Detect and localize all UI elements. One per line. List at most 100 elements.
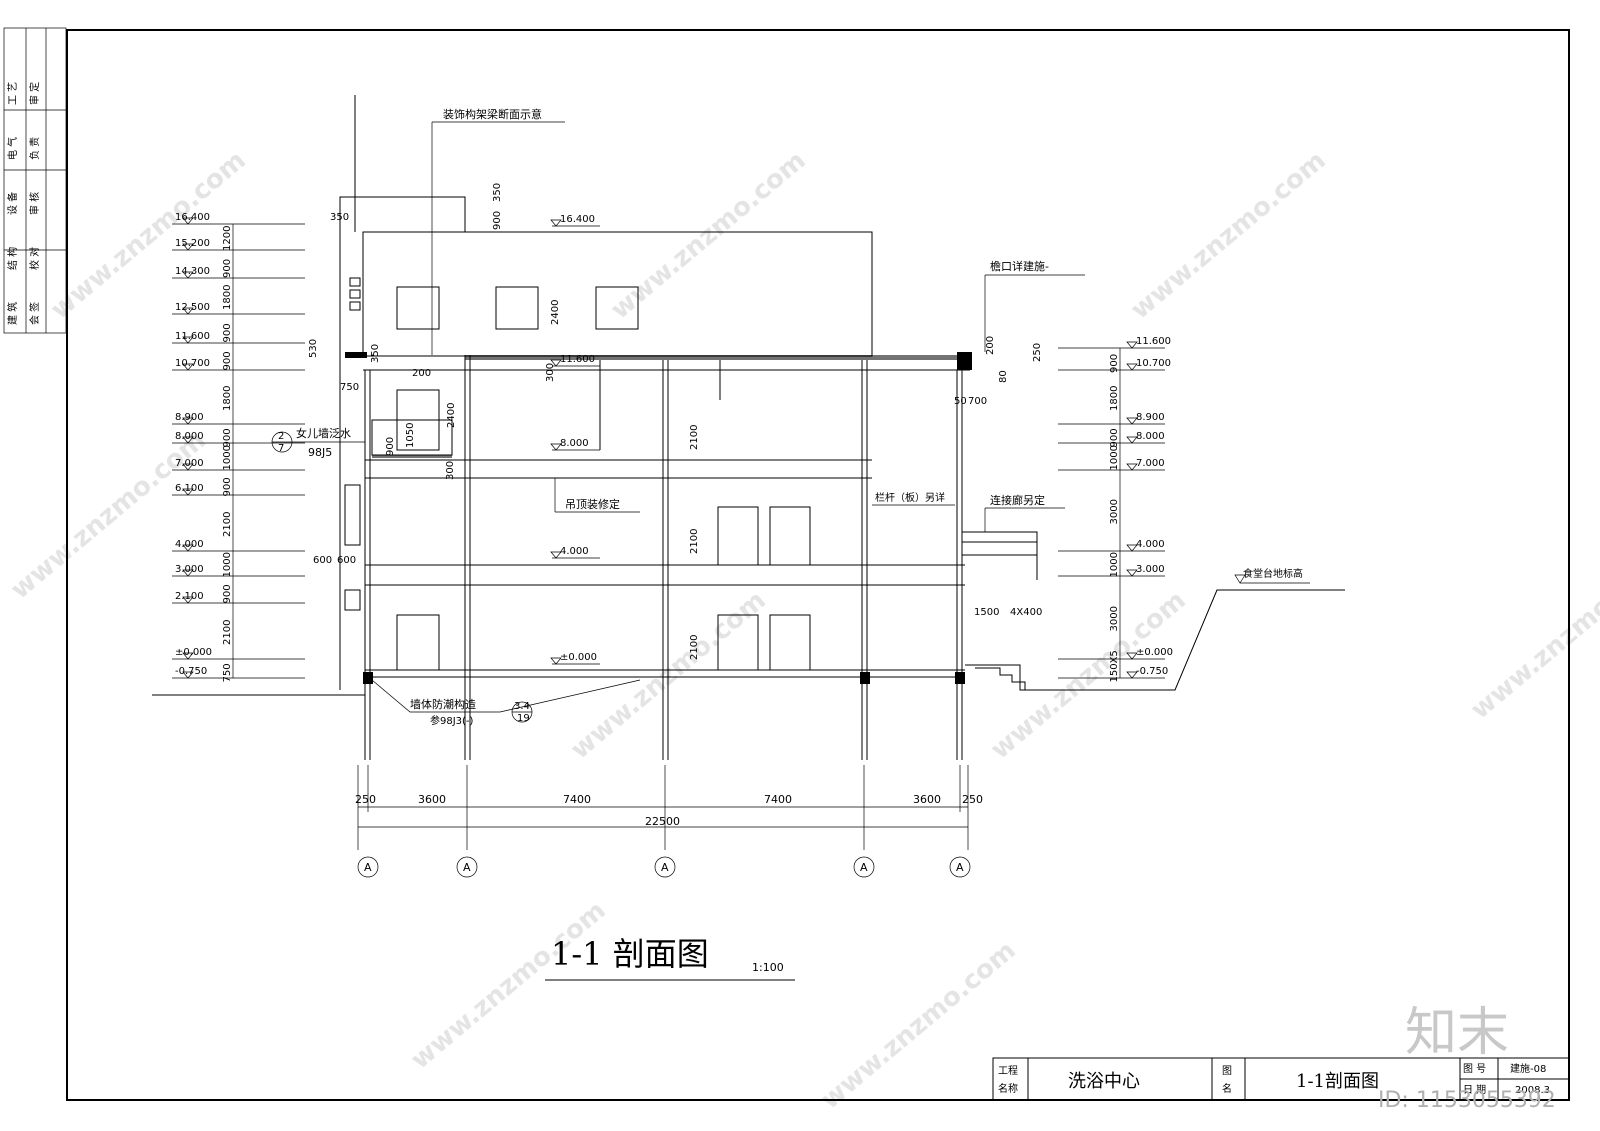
image-id: ID: 1153055392 <box>1378 1088 1556 1113</box>
elevation-label: 3.000 <box>175 564 204 575</box>
level-label: 11.600 <box>560 354 595 365</box>
elevation-label: 2.100 <box>175 591 204 602</box>
dimension-label: 1500 <box>974 607 999 618</box>
parapet-index-top: 2 <box>278 431 284 442</box>
dimension-label: 2100 <box>689 635 700 660</box>
level-label: 4.000 <box>560 546 589 557</box>
watermark-text: www.znzmo.com <box>5 425 211 605</box>
axis-dimensions <box>357 765 969 850</box>
sign-column-1: 建 筑 结 构 设 备 电 气 工 艺 <box>6 82 19 325</box>
elevation-label: 12.500 <box>175 302 210 313</box>
dimension-label: 900 <box>1109 428 1120 447</box>
sign-label: 审 定 <box>28 82 41 105</box>
sign-off-strip <box>3 27 67 334</box>
dimension-label: 150X5 <box>1109 650 1120 682</box>
note-parapet-ref: 98J5 <box>308 446 332 459</box>
drawing-scale: 1:100 <box>752 961 784 974</box>
dimension-label: 600 <box>337 555 356 566</box>
moisture-index-top: 3.4 <box>514 701 530 712</box>
dimension-label: 900 <box>222 428 233 447</box>
title-no-label: 图 号 <box>1463 1063 1486 1075</box>
elevation-label: -0.750 <box>175 666 207 677</box>
watermark-text: www.znzmo.com <box>1125 145 1331 325</box>
dimension-label: 1050 <box>405 423 416 448</box>
dimension-label: 1000 <box>1109 445 1120 470</box>
dimension-label: 530 <box>308 339 319 358</box>
dimension-label: 350 <box>330 212 349 223</box>
dimension-label: 2100 <box>222 620 233 645</box>
title-drawing-label-1: 图 <box>1222 1065 1232 1077</box>
sign-label: 电 气 <box>6 137 19 160</box>
watermark-text: www.znzmo.com <box>605 145 811 325</box>
dimension-label: 1800 <box>222 386 233 411</box>
dimension-label: 2100 <box>689 425 700 450</box>
dimension-label: 600 <box>313 555 332 566</box>
note-decorative-beam: 装饰构架梁断面示意 <box>443 107 542 121</box>
elevation-label: 7.000 <box>1136 458 1165 469</box>
sign-label: 工 艺 <box>7 82 19 105</box>
axis-dimension-label: 250 <box>355 793 376 806</box>
title-drawing-label-2: 名 <box>1222 1082 1232 1095</box>
watermark-text: www.znzmo.com <box>1465 545 1600 725</box>
dimension-label: 2100 <box>689 529 700 554</box>
sign-column-2: 会 签校 对审 核负 责审 定 <box>28 82 41 325</box>
watermark-layer: www.znzmo.com www.znzmo.com www.znzmo.co… <box>5 145 1600 1115</box>
elevation-label: 10.700 <box>175 358 210 369</box>
elevation-label: 15.200 <box>175 238 210 249</box>
note-ceiling: 吊顶装修定 <box>565 497 620 511</box>
dimension-label: 4X400 <box>1010 607 1042 618</box>
title-project-label-2: 名称 <box>998 1082 1018 1095</box>
dimension-label: 900 <box>222 477 233 496</box>
elevation-label: 4.000 <box>175 539 204 550</box>
elevation-label: 8.000 <box>1136 431 1165 442</box>
axis-bubble-label: A <box>463 861 471 874</box>
note-corridor: 连接廊另定 <box>990 493 1045 507</box>
sign-label: 结 构 <box>6 247 19 270</box>
dimension-label: 300 <box>545 363 556 382</box>
dimension-label: 3000 <box>1109 499 1120 524</box>
elevation-label: 8.000 <box>175 431 204 442</box>
axis-bubble <box>456 856 478 878</box>
elevation-label: -0.750 <box>1136 666 1168 677</box>
drawing-frame <box>66 29 1570 1101</box>
axis-bubble-label: A <box>860 861 868 874</box>
annotations: 装饰构架梁断面示意 檐口详建施- 2 7 女儿墙泛水 98J5 吊顶装修定 栏杆… <box>271 107 1310 727</box>
sign-label: 设 备 <box>6 192 19 215</box>
dimension-label: 1800 <box>1109 386 1120 411</box>
elevation-label: ±0.000 <box>175 647 212 658</box>
watermark-text: www.znzmo.com <box>45 145 251 325</box>
level-label: ±0.000 <box>560 652 597 663</box>
dimension-label: 900 <box>385 437 396 456</box>
axis-bubble-label: A <box>364 861 372 874</box>
dimension-label: 80 <box>998 370 1009 383</box>
roof-window <box>396 286 440 330</box>
axis-dimension-label: 7400 <box>563 793 591 806</box>
dimension-label: 750 <box>222 663 233 682</box>
sign-label: 负 责 <box>28 137 41 160</box>
dimension-label: 350 <box>370 344 381 363</box>
moisture-index-bottom: 19 <box>517 713 530 724</box>
dimension-label: 2100 <box>222 512 233 537</box>
axis-bubble <box>853 856 875 878</box>
sign-label: 建 筑 <box>6 302 19 325</box>
dimension-label: 900 <box>222 323 233 342</box>
note-parapet: 女儿墙泛水 <box>296 426 351 440</box>
roof-window <box>495 286 539 330</box>
dimension-label: 200 <box>412 368 431 379</box>
dimension-label: 350 <box>492 183 503 202</box>
dimension-label: 900 <box>222 584 233 603</box>
elevation-label: 6.100 <box>175 483 204 494</box>
note-canteen: 食堂台地标高 <box>1243 567 1303 580</box>
watermark-text: www.znzmo.com <box>405 895 611 1075</box>
sign-label: 会 签 <box>28 302 41 325</box>
axis-bubble <box>949 856 971 878</box>
dimension-label: 1000 <box>222 445 233 470</box>
dimension-label: 300 <box>445 461 456 480</box>
dimension-label: 3000 <box>1109 606 1120 631</box>
elevation-label: 4.000 <box>1136 539 1165 550</box>
left-elevation-column: 16.40015.20014.30012.50011.60010.7008.90… <box>172 212 305 683</box>
